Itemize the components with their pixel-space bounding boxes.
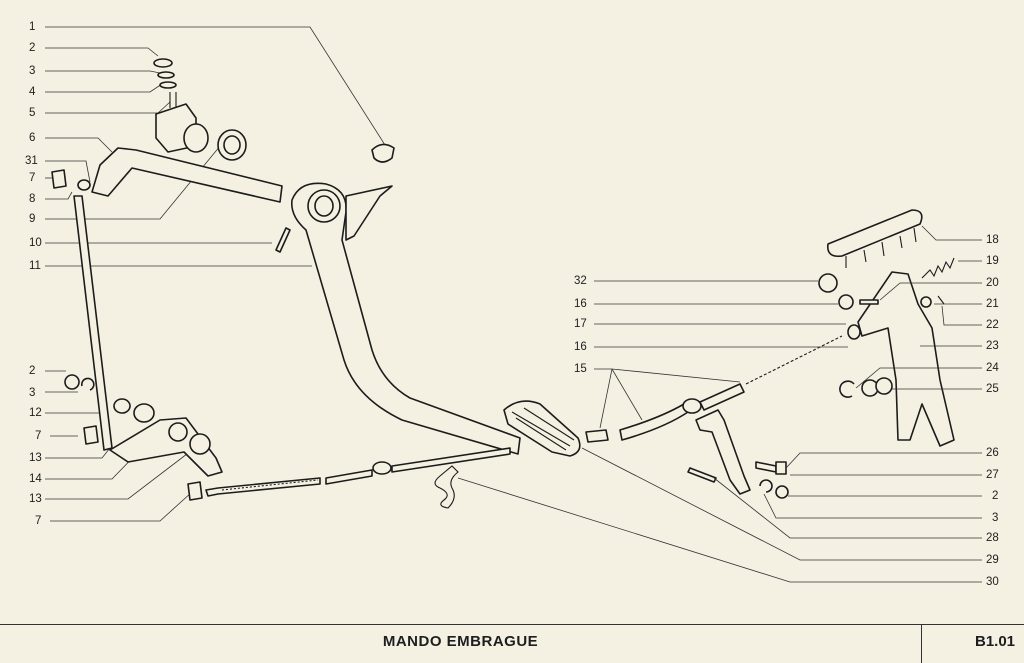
washer-part-3-right [759, 479, 773, 493]
stud-part-5 [169, 92, 177, 108]
callout-7: 7 [29, 172, 35, 184]
pedal-pad [503, 400, 581, 457]
bolt-head-part-27 [775, 461, 787, 475]
callout-27: 27 [986, 469, 999, 481]
callout-24: 24 [986, 362, 999, 374]
callout-1: 1 [29, 21, 35, 33]
ball-joint-part-31 [77, 179, 91, 191]
callout-16-lower: 16 [574, 341, 587, 353]
callout-7-lower: 7 [35, 430, 41, 442]
callout-30: 30 [986, 576, 999, 588]
callout-23: 23 [986, 340, 999, 352]
callout-3: 3 [29, 65, 35, 77]
callout-3-lower: 3 [29, 387, 35, 399]
cross-shaft-part-6 [91, 147, 283, 203]
callout-14: 14 [29, 473, 42, 485]
callout-2: 2 [29, 42, 35, 54]
clutch-pedal-part-11 [290, 182, 581, 457]
bracket-part-29 [695, 409, 751, 495]
pin-part-10 [275, 227, 291, 253]
bolt-part-26 [755, 461, 777, 473]
washer-part-21 [920, 296, 932, 308]
callout-32: 32 [574, 275, 587, 287]
screw-part-28 [687, 467, 717, 483]
callout-3-right: 3 [992, 512, 998, 524]
nut-part-2-right [775, 485, 789, 499]
release-fork-assembly [687, 209, 955, 499]
callout-4: 4 [29, 86, 36, 98]
callout-2-lower: 2 [29, 365, 35, 377]
callout-9: 9 [29, 213, 35, 225]
washer-part-4 [159, 81, 177, 89]
washer-part-12 [113, 398, 131, 414]
bushing-part-13 [189, 433, 211, 455]
clip-part-7-lower [83, 425, 99, 445]
callout-13-lower: 13 [29, 493, 42, 505]
clip-part-7-bottom [187, 481, 203, 501]
clutch-cable-part-15 [205, 335, 843, 497]
title-block: MANDO EMBRAGUE B1.01 [0, 624, 1024, 663]
clip-part-1 [371, 143, 395, 163]
callout-11: 11 [29, 260, 41, 272]
right-leader-lines [457, 225, 982, 583]
callout-7-bottom: 7 [35, 515, 41, 527]
callout-17: 17 [574, 318, 587, 330]
nut-part-2 [153, 58, 173, 68]
release-fork-part-23 [857, 271, 955, 447]
callout-15: 15 [574, 363, 587, 375]
callout-20: 20 [986, 277, 999, 289]
callout-5: 5 [29, 107, 35, 119]
pedal-stop-bracket [345, 185, 393, 241]
callout-19: 19 [986, 255, 999, 267]
callout-29: 29 [986, 554, 999, 566]
callout-18: 18 [986, 234, 999, 246]
clip-part-7-upper [51, 169, 67, 189]
callout-28: 28 [986, 532, 999, 544]
callout-31: 31 [25, 155, 38, 167]
nut-part-16 [838, 294, 854, 310]
callout-2-right: 2 [992, 490, 998, 502]
callout-8: 8 [29, 193, 35, 205]
washer-part-17 [847, 324, 861, 340]
bolt-part-20 [859, 299, 879, 305]
lever-part-14 [109, 417, 223, 477]
diagram-title: MANDO EMBRAGUE [382, 633, 539, 650]
callout-21: 21 [986, 298, 999, 310]
pedal-shaft-assembly [51, 58, 395, 501]
cable-clip-part-30 [434, 465, 459, 509]
title-block-divider [921, 625, 922, 663]
clip-part-24 [839, 380, 855, 398]
bushing-part-32 [818, 273, 838, 293]
pin-part-22 [937, 295, 945, 305]
callout-22: 22 [986, 319, 999, 331]
callout-16: 16 [574, 298, 587, 310]
pedal-rubber-part-18 [826, 209, 923, 258]
nut-part-2-lower [64, 374, 80, 390]
callout-12: 12 [29, 407, 42, 419]
washer-part-3 [157, 71, 175, 79]
left-callouts: 1 2 3 4 5 6 31 7 8 9 10 11 2 3 12 7 13 1… [25, 21, 42, 527]
callout-26: 26 [986, 447, 999, 459]
rod-part-8 [73, 195, 113, 451]
callout-13: 13 [29, 452, 42, 464]
callout-25: 25 [986, 383, 999, 395]
callout-6: 6 [29, 132, 35, 144]
right-callouts: 32 16 17 16 15 18 19 20 21 22 23 24 25 2… [574, 234, 999, 588]
exploded-parts-diagram: 1 2 3 4 5 6 31 7 8 9 10 11 2 3 12 7 13 1… [25, 21, 999, 588]
washer-part-3-lower [81, 377, 95, 391]
sheet-code: B1.01 [975, 633, 1016, 650]
spring-part-19 [921, 257, 955, 279]
callout-10: 10 [29, 237, 42, 249]
